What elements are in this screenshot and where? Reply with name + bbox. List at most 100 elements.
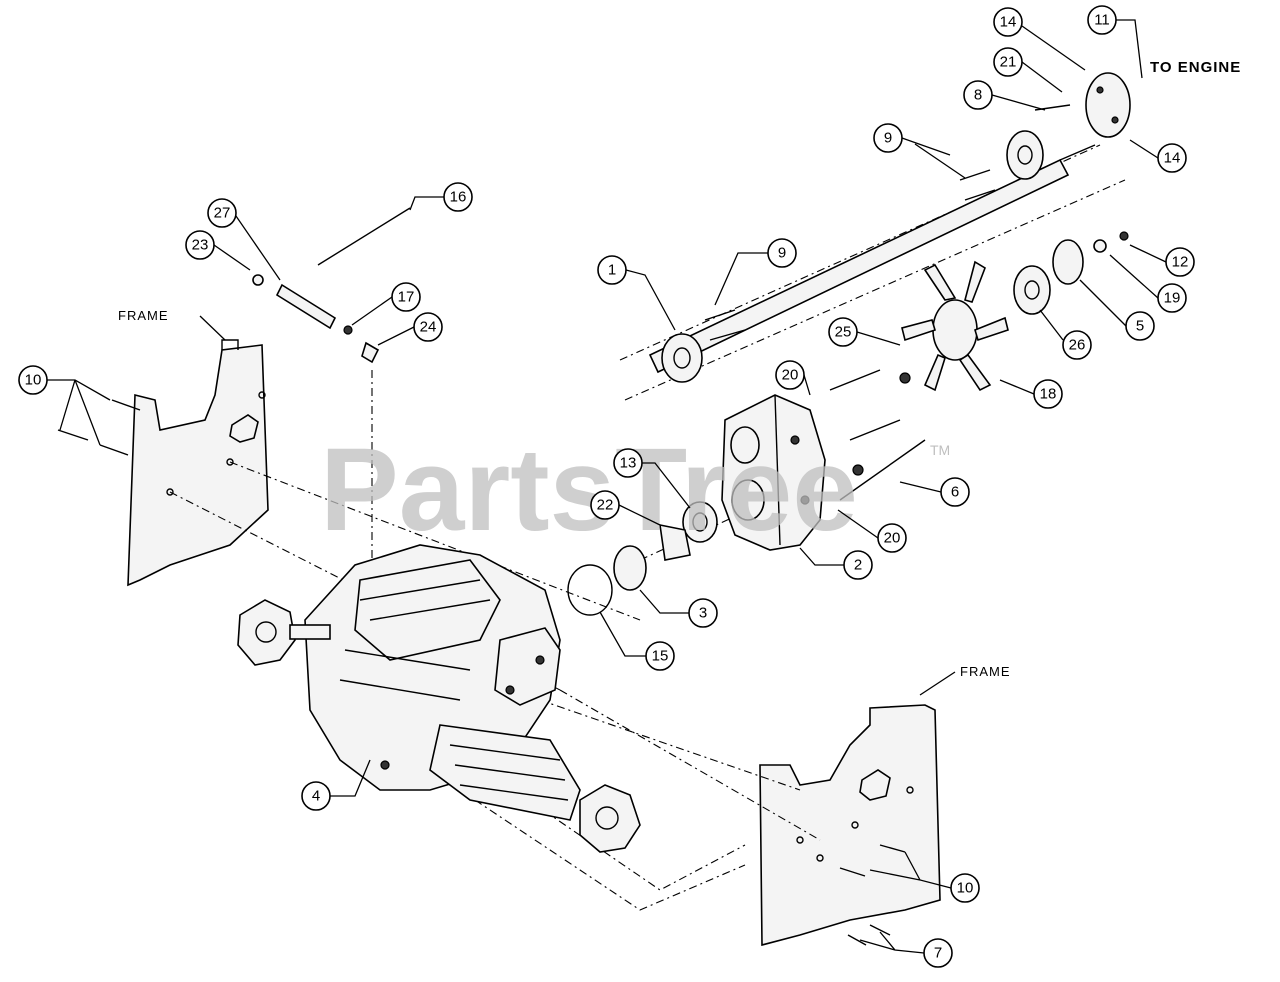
callout-15: 15 bbox=[599, 611, 675, 671]
callout-circle bbox=[1087, 5, 1117, 35]
callout-circle bbox=[1125, 311, 1155, 341]
callout-circle bbox=[828, 317, 858, 347]
callout-circle bbox=[993, 47, 1023, 77]
callout-circle bbox=[963, 80, 993, 110]
callout-circle bbox=[207, 198, 237, 228]
callout-number: 11 bbox=[1094, 12, 1110, 29]
left-frame-plate bbox=[127, 339, 269, 587]
callout-14: 14 bbox=[993, 7, 1086, 71]
callout-25: 25 bbox=[828, 317, 901, 347]
callout-12: 12 bbox=[1129, 244, 1195, 277]
callout-number: 17 bbox=[398, 289, 415, 306]
callout-number: 3 bbox=[699, 605, 707, 622]
callout-number: 5 bbox=[1136, 318, 1144, 335]
callout-9: 9 bbox=[873, 123, 966, 179]
callout-11: 11 bbox=[1087, 5, 1143, 79]
callout-20: 20 bbox=[775, 360, 811, 396]
callout-1: 1 bbox=[597, 255, 676, 331]
callout-number: 10 bbox=[957, 880, 974, 897]
callout-number: 14 bbox=[1164, 150, 1181, 167]
callout-leader bbox=[1021, 61, 1063, 93]
callout-leader bbox=[377, 326, 415, 346]
frame-left-label: FRAME bbox=[118, 308, 169, 323]
callout-leader bbox=[235, 215, 281, 281]
callout-16: 16 bbox=[409, 182, 473, 212]
watermark-tm: TM bbox=[930, 442, 950, 458]
callout-leader bbox=[625, 269, 676, 331]
callout-circle bbox=[597, 255, 627, 285]
callout-circle bbox=[940, 477, 970, 507]
callout-leader bbox=[330, 759, 371, 797]
callout-27: 27 bbox=[207, 198, 281, 281]
callout-leader bbox=[639, 589, 689, 614]
callout-leader bbox=[1079, 279, 1127, 327]
callout-18: 18 bbox=[999, 379, 1063, 409]
callout-leader bbox=[1116, 19, 1143, 79]
callout-circle bbox=[950, 873, 980, 903]
callout-leader bbox=[799, 547, 844, 566]
callout-number: 27 bbox=[214, 205, 231, 222]
callout-number: 8 bbox=[974, 87, 982, 104]
callout-circle bbox=[590, 490, 620, 520]
callout-19: 19 bbox=[1109, 254, 1187, 313]
to-engine-label: TO ENGINE bbox=[1150, 59, 1241, 76]
callout-circle bbox=[1157, 143, 1187, 173]
callout-leader bbox=[1039, 309, 1064, 341]
callout-leader bbox=[409, 196, 444, 211]
callout-number: 26 bbox=[1069, 337, 1086, 354]
callout-leader bbox=[991, 94, 1046, 111]
drive-shaft bbox=[648, 72, 1131, 383]
callout-20: 20 bbox=[837, 509, 907, 553]
small-parts bbox=[57, 207, 926, 946]
callout-number: 23 bbox=[192, 237, 209, 254]
callout-leader bbox=[47, 379, 111, 446]
right-frame-plate bbox=[759, 704, 941, 947]
callout-number: 16 bbox=[450, 189, 467, 206]
callout-circle bbox=[688, 598, 718, 628]
watermark-text: PartsTree bbox=[320, 424, 858, 556]
callout-circle bbox=[391, 282, 421, 312]
callout-number: 9 bbox=[778, 245, 786, 262]
callout-4: 4 bbox=[301, 759, 371, 811]
callout-number: 2 bbox=[854, 557, 862, 574]
callout-10: 10 bbox=[869, 851, 980, 903]
callout-circle bbox=[1165, 247, 1195, 277]
gearbox-housing bbox=[721, 394, 826, 551]
callout-leader bbox=[869, 851, 952, 889]
callout-leader bbox=[999, 379, 1035, 395]
callout-number: 13 bbox=[620, 455, 637, 472]
callout-10: 10 bbox=[18, 365, 111, 446]
callout-leader bbox=[213, 244, 251, 271]
callout-circle bbox=[613, 448, 643, 478]
callout-leader bbox=[899, 481, 942, 493]
callout-circle bbox=[923, 938, 953, 968]
callout-leader bbox=[859, 931, 925, 954]
callout-circle bbox=[1062, 330, 1092, 360]
callout-8: 8 bbox=[963, 80, 1046, 111]
callout-number: 14 bbox=[1000, 14, 1017, 31]
callout-leader bbox=[856, 331, 901, 346]
callout-number: 20 bbox=[884, 530, 901, 547]
callout-17: 17 bbox=[351, 282, 421, 326]
callout-circle bbox=[767, 238, 797, 268]
callout-circle bbox=[1033, 379, 1063, 409]
callout-number: 21 bbox=[1000, 54, 1017, 71]
callout-leader bbox=[803, 374, 811, 396]
callout-circle bbox=[1157, 283, 1187, 313]
callout-leader bbox=[1109, 254, 1159, 299]
callout-number: 10 bbox=[25, 372, 42, 389]
callout-24: 24 bbox=[377, 312, 443, 346]
callout-circle bbox=[443, 182, 473, 212]
callout-circle bbox=[877, 523, 907, 553]
callout-number: 24 bbox=[420, 319, 437, 336]
callout-leader bbox=[1129, 139, 1159, 159]
callout-number: 19 bbox=[1164, 290, 1181, 307]
callout-circle bbox=[18, 365, 48, 395]
callout-2: 2 bbox=[799, 547, 873, 580]
callout-leader bbox=[618, 504, 661, 526]
callout-number: 9 bbox=[884, 130, 892, 147]
callout-leader bbox=[351, 296, 393, 326]
callout-5: 5 bbox=[1079, 279, 1155, 341]
